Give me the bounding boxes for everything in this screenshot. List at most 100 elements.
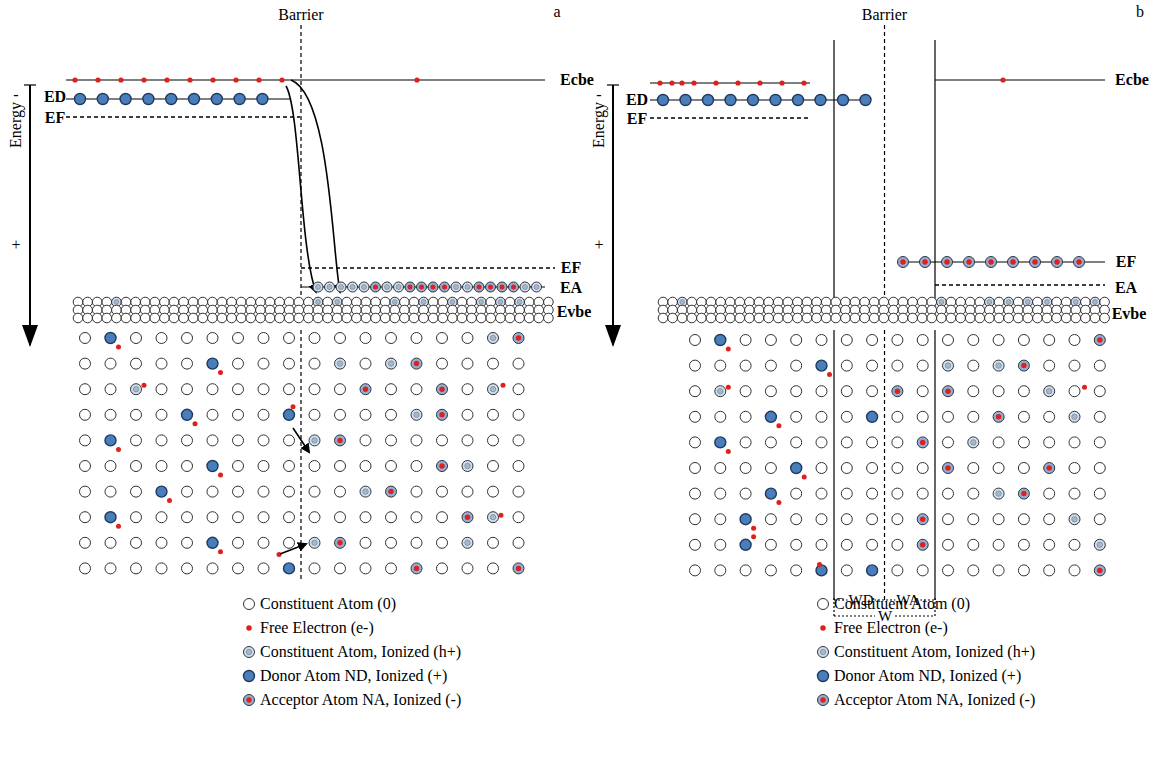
c-atom bbox=[131, 313, 141, 323]
h-atom bbox=[488, 512, 499, 523]
c-atom bbox=[965, 313, 975, 323]
c-atom bbox=[765, 514, 776, 525]
c-atom bbox=[791, 360, 802, 371]
c-atom bbox=[821, 313, 831, 323]
c-atom bbox=[131, 358, 142, 369]
c-atom bbox=[677, 313, 687, 323]
c-atom bbox=[818, 599, 829, 610]
c-atom bbox=[313, 313, 323, 323]
electron-dot bbox=[233, 77, 238, 82]
c-atom bbox=[690, 386, 701, 397]
c-atom bbox=[1013, 313, 1023, 323]
c-atom bbox=[715, 539, 726, 550]
c-atom bbox=[294, 313, 304, 323]
d-atom bbox=[793, 95, 804, 106]
c-atom bbox=[513, 486, 524, 497]
e-atom bbox=[246, 625, 252, 631]
c-atom bbox=[131, 486, 142, 497]
d-atom bbox=[284, 563, 295, 574]
c-atom bbox=[867, 488, 878, 499]
c-atom bbox=[131, 537, 142, 548]
d-atom bbox=[105, 435, 116, 446]
c-atom bbox=[488, 537, 499, 548]
c-atom bbox=[765, 386, 776, 397]
d-atom bbox=[207, 461, 218, 472]
c-atom bbox=[993, 565, 1004, 576]
c-atom bbox=[335, 461, 346, 472]
c-atom bbox=[258, 333, 269, 344]
c-atom bbox=[793, 313, 803, 323]
c-atom bbox=[917, 335, 928, 346]
h-atom bbox=[715, 386, 726, 397]
c-atom bbox=[80, 486, 91, 497]
legend-sample bbox=[816, 669, 830, 683]
legend-text: Acceptor Atom NA, Ionized (-) bbox=[260, 692, 461, 708]
e-atom bbox=[817, 562, 822, 567]
c-atom bbox=[284, 486, 295, 497]
c-atom bbox=[284, 358, 295, 369]
e-atom bbox=[751, 526, 756, 531]
c-atom bbox=[486, 313, 496, 323]
c-atom bbox=[908, 313, 918, 323]
a-atom bbox=[486, 282, 496, 292]
c-atom bbox=[1044, 360, 1055, 371]
c-atom bbox=[841, 437, 852, 448]
d-atom bbox=[815, 95, 826, 106]
c-atom bbox=[816, 335, 827, 346]
legend-text: Acceptor Atom NA, Ionized (-) bbox=[834, 692, 1035, 708]
c-atom bbox=[309, 409, 320, 420]
electron-dot bbox=[801, 80, 806, 85]
c-atom bbox=[80, 512, 91, 523]
c-atom bbox=[233, 461, 244, 472]
c-atom bbox=[943, 411, 954, 422]
c-atom bbox=[968, 386, 979, 397]
e-atom bbox=[116, 345, 121, 350]
e-atom bbox=[726, 449, 731, 454]
legend-text: Free Electron (e-) bbox=[260, 620, 374, 636]
h-atom bbox=[386, 358, 397, 369]
c-atom bbox=[1090, 313, 1100, 323]
c-atom bbox=[943, 488, 954, 499]
level-label: ED bbox=[626, 92, 648, 108]
c-atom bbox=[371, 313, 381, 323]
c-atom bbox=[207, 512, 218, 523]
c-atom bbox=[360, 461, 371, 472]
d-atom bbox=[680, 95, 691, 106]
a-atom bbox=[428, 282, 438, 292]
c-atom bbox=[765, 437, 776, 448]
c-atom bbox=[1018, 463, 1029, 474]
legend-entry: Constituent Atom (0) bbox=[242, 596, 396, 612]
c-atom bbox=[1081, 313, 1091, 323]
c-atom bbox=[764, 313, 774, 323]
c-atom bbox=[716, 313, 726, 323]
e-atom bbox=[116, 524, 121, 529]
c-atom bbox=[323, 313, 333, 323]
c-atom bbox=[335, 409, 346, 420]
h-atom bbox=[359, 282, 369, 292]
d-atom bbox=[97, 94, 108, 105]
h-atom bbox=[462, 537, 473, 548]
c-atom bbox=[968, 565, 979, 576]
c-atom bbox=[462, 409, 473, 420]
legend-entry: Free Electron (e-) bbox=[242, 620, 374, 636]
c-atom bbox=[791, 411, 802, 422]
c-atom bbox=[476, 313, 486, 323]
a-atom bbox=[417, 282, 427, 292]
c-atom bbox=[182, 537, 193, 548]
c-atom bbox=[892, 539, 903, 550]
electron-dot bbox=[1000, 77, 1005, 82]
c-atom bbox=[1044, 539, 1055, 550]
a-atom bbox=[440, 282, 450, 292]
d-atom bbox=[765, 488, 776, 499]
a-atom bbox=[405, 282, 415, 292]
c-atom bbox=[892, 437, 903, 448]
c-atom bbox=[943, 539, 954, 550]
d-atom bbox=[244, 671, 255, 682]
electron-dot bbox=[669, 80, 674, 85]
level-label: Ecbe bbox=[1115, 72, 1149, 88]
c-atom bbox=[105, 384, 116, 395]
c-atom bbox=[80, 358, 91, 369]
c-atom bbox=[725, 313, 735, 323]
a-atom bbox=[1074, 257, 1085, 268]
